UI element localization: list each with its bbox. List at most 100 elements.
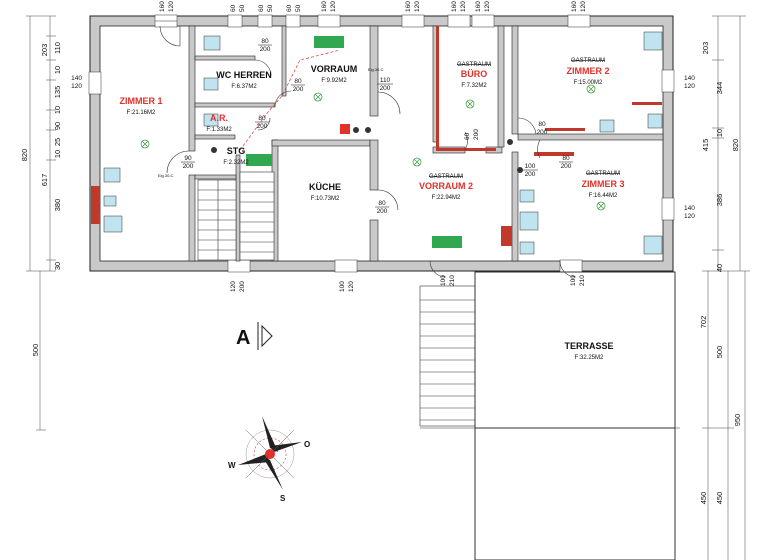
svg-text:60: 60	[258, 4, 265, 12]
outer-walls	[89, 15, 674, 272]
svg-text:200: 200	[260, 46, 271, 53]
room-zimmer2-area: F:15.00M2	[574, 80, 603, 86]
svg-text:380: 380	[53, 199, 62, 212]
room-zimmer2-old: GASTRAUM	[571, 58, 605, 64]
svg-text:100: 100	[525, 163, 536, 170]
room-stg-area: F:2.32M2	[223, 160, 249, 166]
room-zimmer3-area: F:16.44M2	[589, 193, 618, 199]
svg-text:950: 950	[733, 414, 742, 427]
room-an-area: F:1.33M2	[206, 127, 232, 133]
svg-text:50: 50	[295, 4, 302, 12]
svg-text:120: 120	[580, 1, 587, 12]
side-window-labels: 140 120 140 120 140 120 Elg.30-C Elg.30-…	[71, 67, 695, 220]
svg-text:120: 120	[684, 213, 695, 220]
svg-text:80: 80	[294, 78, 302, 85]
room-terrasse-area: F:32.25M2	[575, 355, 604, 361]
svg-text:80: 80	[562, 155, 570, 162]
svg-text:450: 450	[715, 492, 724, 505]
svg-text:120: 120	[230, 281, 237, 292]
svg-text:90: 90	[184, 155, 192, 162]
svg-text:200: 200	[239, 281, 246, 292]
svg-text:160: 160	[405, 1, 412, 12]
svg-text:500: 500	[715, 346, 724, 359]
svg-text:702: 702	[699, 316, 708, 329]
svg-text:140: 140	[684, 75, 695, 82]
svg-text:10: 10	[53, 66, 62, 74]
svg-text:120: 120	[484, 1, 491, 12]
svg-text:30: 30	[53, 262, 62, 270]
svg-text:135: 135	[53, 86, 62, 99]
exit-signs	[211, 36, 523, 248]
svg-text:820: 820	[20, 149, 29, 162]
room-labels: ZIMMER 1 F:21.16M2 WC HERREN F:6.37M2 VO…	[119, 58, 624, 361]
svg-text:200: 200	[377, 208, 388, 215]
room-wc-herren-name: WC HERREN	[216, 70, 272, 80]
room-an-name: A.R.	[210, 113, 228, 123]
svg-text:160: 160	[321, 1, 328, 12]
svg-text:80: 80	[538, 121, 546, 128]
svg-text:120: 120	[71, 83, 82, 90]
svg-text:160: 160	[159, 1, 166, 12]
room-buero-area: F:7.32M2	[461, 83, 487, 89]
room-terrasse-name: TERRASSE	[564, 341, 613, 351]
svg-text:200: 200	[257, 123, 268, 130]
svg-text:210: 210	[579, 275, 586, 286]
svg-text:450: 450	[699, 492, 708, 505]
svg-text:200: 200	[293, 86, 304, 93]
svg-text:160: 160	[571, 1, 578, 12]
svg-text:200: 200	[561, 163, 572, 170]
room-buero-name: BÜRO	[461, 69, 488, 79]
svg-text:200: 200	[473, 129, 480, 140]
svg-text:120: 120	[330, 1, 337, 12]
door-labels: 80 200 80 200 110 200 80 200 90 200 80 2…	[181, 38, 573, 215]
svg-text:10: 10	[53, 106, 62, 114]
svg-text:344: 344	[715, 82, 724, 95]
compass-w: W	[228, 461, 236, 470]
svg-text:617: 617	[40, 174, 49, 187]
svg-text:Elg.30-C: Elg.30-C	[158, 173, 174, 178]
door-swings	[159, 25, 577, 278]
vertical-door-labels: 60 200 100 210 100 210 120 200 100 120 1…	[159, 1, 587, 292]
light-fixtures	[140, 84, 606, 211]
svg-text:200: 200	[183, 163, 194, 170]
svg-text:80: 80	[258, 115, 266, 122]
svg-text:60: 60	[464, 132, 471, 140]
room-vorraum-name: VORRAUM	[311, 64, 358, 74]
escape-route-line	[239, 49, 341, 151]
svg-text:140: 140	[71, 75, 82, 82]
svg-text:120: 120	[348, 281, 355, 292]
left-dimension-lines: 820 203 110 10 135 10 90 25 10 617 380 3…	[20, 15, 62, 431]
svg-text:100: 100	[570, 275, 577, 286]
room-stg-name: STG	[227, 146, 246, 156]
svg-text:110: 110	[380, 77, 391, 84]
svg-text:120: 120	[414, 1, 421, 12]
svg-text:80: 80	[261, 38, 269, 45]
svg-text:80: 80	[378, 200, 386, 207]
svg-text:40: 40	[715, 264, 724, 272]
stairs	[197, 171, 476, 427]
svg-text:160: 160	[475, 1, 482, 12]
svg-text:200: 200	[537, 129, 548, 136]
room-zimmer2-name: ZIMMER 2	[566, 66, 609, 76]
room-zimmer1-name: ZIMMER 1	[119, 96, 162, 106]
svg-text:50: 50	[239, 4, 246, 12]
interior-walls	[188, 25, 664, 262]
new-walls	[91, 26, 662, 246]
room-wc-herren-area: F:6.37M2	[231, 84, 257, 90]
room-vorraum2-area: F:22.94M2	[432, 195, 461, 201]
svg-text:200: 200	[525, 171, 536, 178]
sanitary-fixtures	[103, 31, 663, 255]
svg-text:500: 500	[31, 344, 40, 357]
svg-text:100: 100	[339, 281, 346, 292]
svg-text:A: A	[236, 327, 250, 349]
room-vorraum2-name: VORRAUM 2	[419, 181, 473, 191]
svg-text:140: 140	[684, 205, 695, 212]
svg-text:203: 203	[40, 44, 49, 57]
svg-text:50: 50	[267, 4, 274, 12]
windows	[88, 14, 675, 273]
compass-rose: O S W	[228, 416, 310, 503]
svg-text:25: 25	[53, 138, 62, 146]
svg-text:210: 210	[449, 275, 456, 286]
right-dimension-lines: 820 203 344 10 415 386 40 702 500 950 45…	[699, 15, 750, 560]
